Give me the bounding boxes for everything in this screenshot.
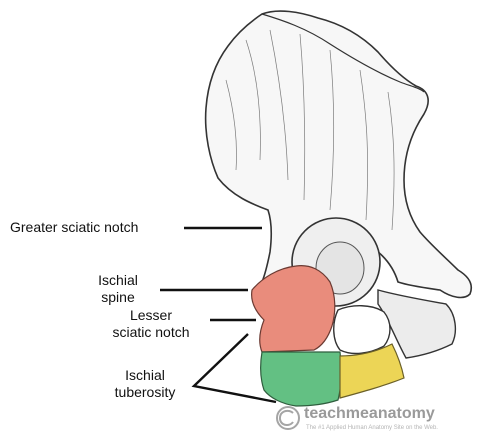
- ischial-spine-label: Ischial spine: [78, 272, 158, 306]
- iliac-crest: [261, 13, 425, 93]
- lesser-sciatic-notch-label-line2: sciatic notch: [112, 324, 190, 340]
- ischial-spine-label-line2: spine: [101, 289, 135, 305]
- ischial-tuberosity-label-line2: tuberosity: [114, 384, 176, 400]
- leader-ischial-tuberosity: [191, 333, 277, 404]
- ischial-spine-label-line1: Ischial: [98, 272, 138, 288]
- leader-lines: [160, 226, 277, 404]
- greater-sciatic-notch-label: Greater sciatic notch: [10, 219, 139, 235]
- region-ischial-spine: [251, 265, 336, 353]
- ilium-wing: [204, 10, 473, 299]
- lesser-sciatic-notch-label: Lesser sciatic notch: [96, 307, 206, 341]
- ala-hatching: [225, 29, 395, 231]
- ischial-tuberosity-label-line1: Ischial: [125, 367, 165, 383]
- pubic-ramus: [377, 289, 457, 359]
- ischial-tuberosity-label: Ischial tuberosity: [100, 367, 190, 401]
- lesser-sciatic-notch-label-line1: Lesser: [129, 307, 173, 323]
- region-ischial-tuberosity: [260, 351, 342, 407]
- region-ischial-ramus: [339, 343, 405, 399]
- copyright-circle-icon: [276, 406, 300, 430]
- obturator-foramen: [333, 305, 391, 355]
- watermark-brand: teachmeanatomy: [304, 405, 435, 422]
- watermark-tagline: The #1 Applied Human Anatomy Site on the…: [306, 425, 438, 431]
